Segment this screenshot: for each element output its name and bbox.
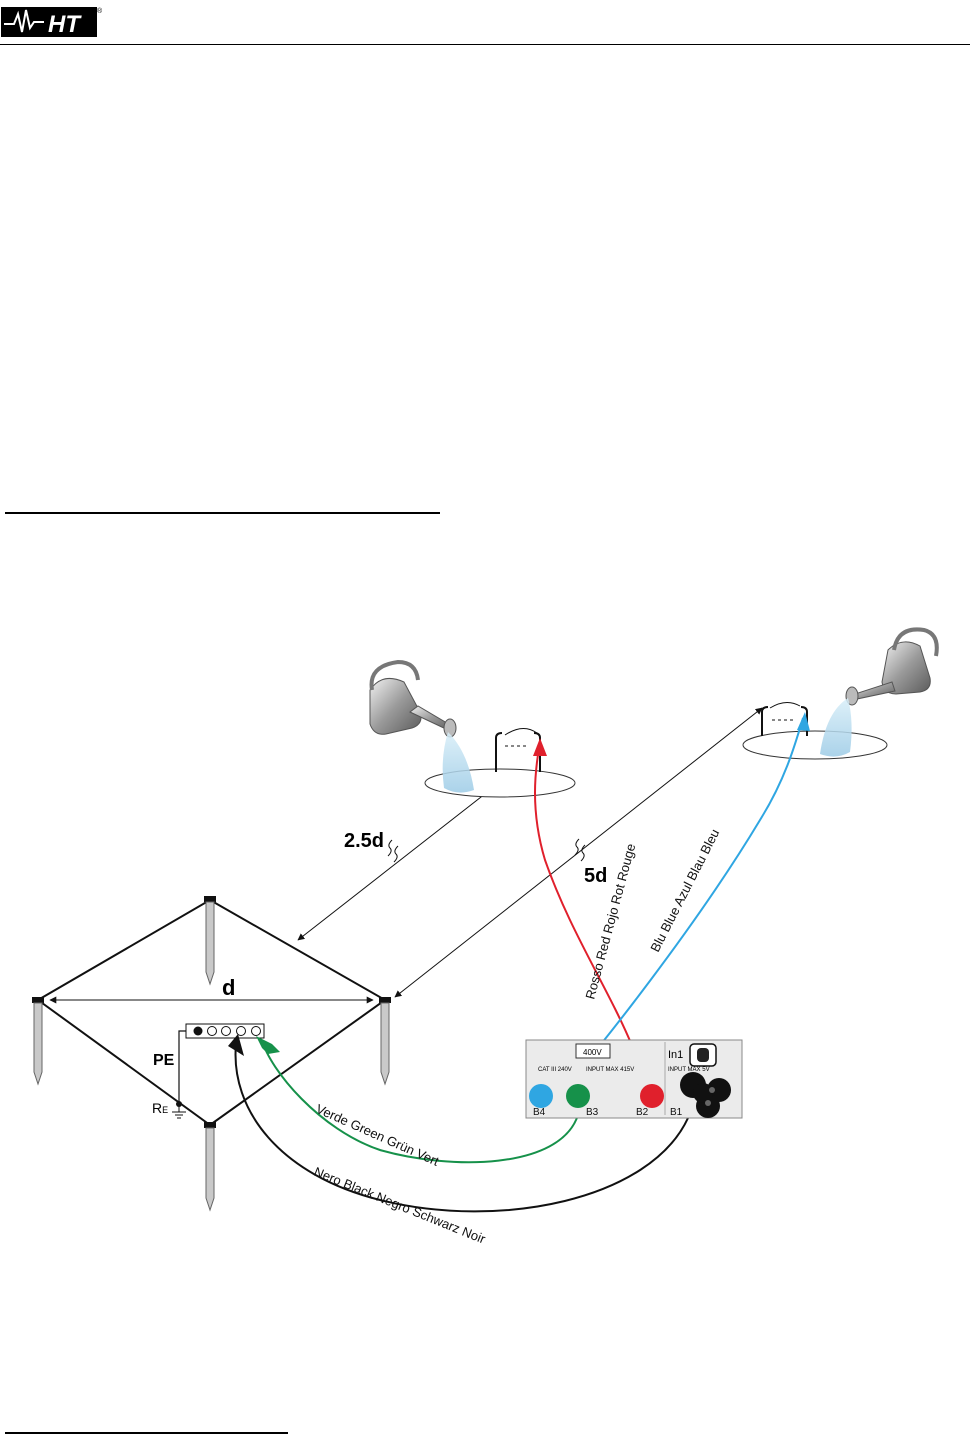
registered-mark: ® [97, 7, 103, 15]
cable-blue-label: Blu Blue Azul Blau Bleu [647, 826, 722, 954]
ground-stake-bottom [204, 1122, 216, 1212]
distance-near-label: 2.5d [344, 830, 384, 852]
cable-green-label: Verde Green Grün Vert [314, 1101, 442, 1169]
earth-grid: d [32, 896, 391, 1212]
terminal-b4: B4 [529, 1084, 553, 1118]
cable-green [261, 1039, 579, 1164]
ground-stake-top [204, 896, 216, 986]
pe-label: PE [153, 1052, 175, 1069]
distance-far-line: 5d [394, 707, 763, 998]
distance-far-label: 5d [584, 865, 607, 887]
heartbeat-icon [4, 9, 44, 33]
dimension-d-label: d [222, 975, 235, 1000]
terminal-b2: B2 [636, 1084, 664, 1118]
svg-text:B4: B4 [533, 1107, 546, 1118]
ground-stake-left [32, 997, 44, 1086]
logo-text: HT [48, 11, 82, 38]
puddle [742, 730, 888, 760]
voltage-warning-box [575, 1043, 611, 1059]
far-probe-site [742, 627, 939, 760]
voltage-mark: 400V [583, 1048, 602, 1057]
section-heading-underline [5, 512, 440, 514]
watering-can-icon [820, 627, 939, 757]
pe-terminal-block: PE RE [152, 1023, 265, 1119]
black-clip-icon [228, 1034, 244, 1056]
in1-label: In1 [668, 1049, 683, 1061]
cat-rating-text: CAT III 240V [538, 1067, 572, 1073]
distance-near-line: 2.5d [297, 789, 491, 941]
green-clip-icon [256, 1036, 280, 1054]
input-max-415v: INPUT MAX 415V [586, 1067, 634, 1073]
watering-can-icon [369, 659, 474, 793]
ground-stake-right [379, 997, 391, 1086]
cable-black [234, 1043, 689, 1213]
terminal-b3: B3 [566, 1084, 599, 1118]
earth-ground-icon [172, 1106, 186, 1119]
cable-black-label: Nero Black Negro Schwarz Noir [312, 1164, 488, 1247]
terminal-b1: B1 [670, 1072, 731, 1118]
svg-text:B2: B2 [636, 1107, 649, 1118]
svg-text:B3: B3 [586, 1107, 599, 1118]
input-max-5v: INPUT MAX 5V [668, 1067, 710, 1073]
ht-logo: HT ® [1, 7, 103, 38]
svg-text:B1: B1 [670, 1107, 683, 1118]
blue-probe-clip-icon [797, 712, 810, 731]
header-divider [0, 44, 970, 45]
red-probe-clip-icon [533, 738, 547, 756]
near-probe-site [369, 659, 576, 798]
re-label: RE [152, 1100, 168, 1116]
section-heading-underline [5, 1432, 288, 1434]
instrument-panel: 400V CAT III 240V INPUT MAX 415V INPUT M… [525, 1039, 743, 1119]
